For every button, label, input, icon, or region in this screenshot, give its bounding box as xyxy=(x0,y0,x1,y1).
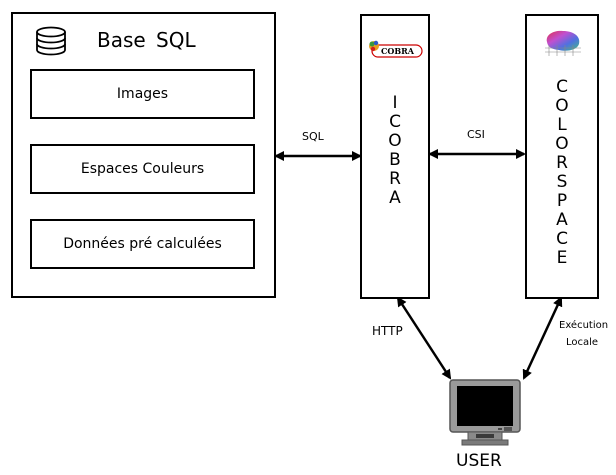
images-item: Images xyxy=(30,69,255,119)
color-gamut-logo xyxy=(541,28,585,58)
exec-label-line1: Exécution xyxy=(559,320,609,331)
csi-connection-label: CSI xyxy=(467,128,485,141)
colorspace-letter: C xyxy=(556,77,568,97)
precomputed-data-item: Données pré calculées xyxy=(30,219,255,269)
sql-connection-label: SQL xyxy=(302,130,324,143)
colorspace-box: C O L O R S P A C E xyxy=(525,14,599,299)
colorspace-letter: C xyxy=(556,229,568,249)
cobra-logo-text: COBRA xyxy=(381,46,414,56)
icobra-box: COBRA I C O B R A xyxy=(360,14,430,299)
colorspace-letter: R xyxy=(556,153,568,173)
colorspace-vertical-label: C O L O R S P A C E xyxy=(527,78,597,268)
user-label: USER xyxy=(456,451,502,471)
colorspace-letter: A xyxy=(556,210,568,230)
colorspace-letter: P xyxy=(556,191,568,211)
icobra-letter: R xyxy=(389,169,401,189)
sql-base-title: Base SQL xyxy=(97,28,196,52)
sql-database-box: Base SQL Images Espaces Couleurs Données… xyxy=(11,12,276,298)
icobra-letter: O xyxy=(388,131,402,151)
icobra-letter: I xyxy=(392,93,398,113)
http-connection-label: HTTP xyxy=(372,324,403,338)
cobra-logo: COBRA xyxy=(368,38,424,60)
icobra-letter: C xyxy=(389,112,401,132)
colorspace-letter: O xyxy=(555,134,569,154)
icobra-vertical-label: I C O B R A xyxy=(362,94,428,208)
color-spaces-item: Espaces Couleurs xyxy=(30,144,255,194)
icobra-letter: B xyxy=(389,150,401,170)
colorspace-letter: O xyxy=(555,96,569,116)
colorspace-letter: E xyxy=(556,248,568,268)
database-icon xyxy=(35,26,67,60)
exec-arrow xyxy=(522,296,563,380)
icobra-letter: A xyxy=(389,188,401,208)
colorspace-letter: S xyxy=(556,172,568,192)
http-arrow xyxy=(396,296,452,380)
colorspace-letter: L xyxy=(557,115,567,135)
computer-icon xyxy=(448,378,522,452)
exec-label-line2: Locale xyxy=(566,337,599,348)
